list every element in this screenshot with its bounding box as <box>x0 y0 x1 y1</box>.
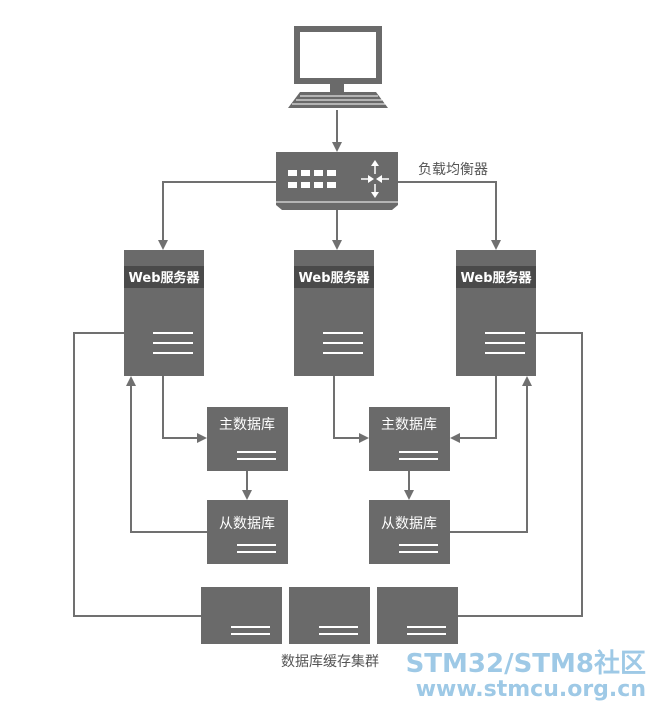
connector <box>73 332 201 617</box>
web-server-left <box>124 250 204 376</box>
connector <box>333 376 369 443</box>
connector <box>398 181 501 250</box>
cache-cluster-label: 数据库缓存集群 <box>281 653 379 670</box>
network-switch-icon <box>288 170 336 188</box>
server-icon <box>485 332 525 354</box>
web-server-right <box>456 250 536 376</box>
slave-db-right <box>369 500 450 564</box>
master-db-left <box>207 407 288 471</box>
server-icon <box>323 332 363 354</box>
database-icon <box>237 451 276 460</box>
database-icon <box>319 626 358 635</box>
load-balancer <box>276 152 398 210</box>
router-arrows-icon <box>361 160 389 198</box>
master-db-right-label: 主数据库 <box>381 417 437 433</box>
web-server-center <box>294 250 374 376</box>
database-icon <box>399 451 438 460</box>
slave-db-left-label: 从数据库 <box>219 516 275 532</box>
watermark-title: STM32/STM8社区 <box>406 648 646 679</box>
cache-node-3 <box>377 587 458 644</box>
web-server-center-label: Web服务器 <box>299 270 371 286</box>
database-icon <box>237 544 276 553</box>
database-icon <box>407 626 446 635</box>
connector <box>450 376 497 443</box>
master-db-right <box>369 407 450 471</box>
database-icon <box>399 544 438 553</box>
slave-db-left <box>207 500 288 564</box>
cache-node-1 <box>201 587 282 644</box>
client-computer-icon <box>288 26 388 108</box>
master-db-left-label: 主数据库 <box>219 417 275 433</box>
connector <box>158 181 276 250</box>
cache-node-2 <box>289 587 370 644</box>
database-icon <box>231 626 270 635</box>
web-server-right-label: Web服务器 <box>461 270 533 286</box>
load-balancer-label: 负载均衡器 <box>418 162 488 178</box>
connector <box>126 376 207 533</box>
connector <box>458 332 583 617</box>
slave-db-right-label: 从数据库 <box>381 516 437 532</box>
connector <box>162 376 207 443</box>
connector <box>450 376 532 533</box>
server-icon <box>153 332 193 354</box>
web-server-left-label: Web服务器 <box>129 270 201 286</box>
watermark-url: www.stmcu.org.cn <box>416 677 646 702</box>
